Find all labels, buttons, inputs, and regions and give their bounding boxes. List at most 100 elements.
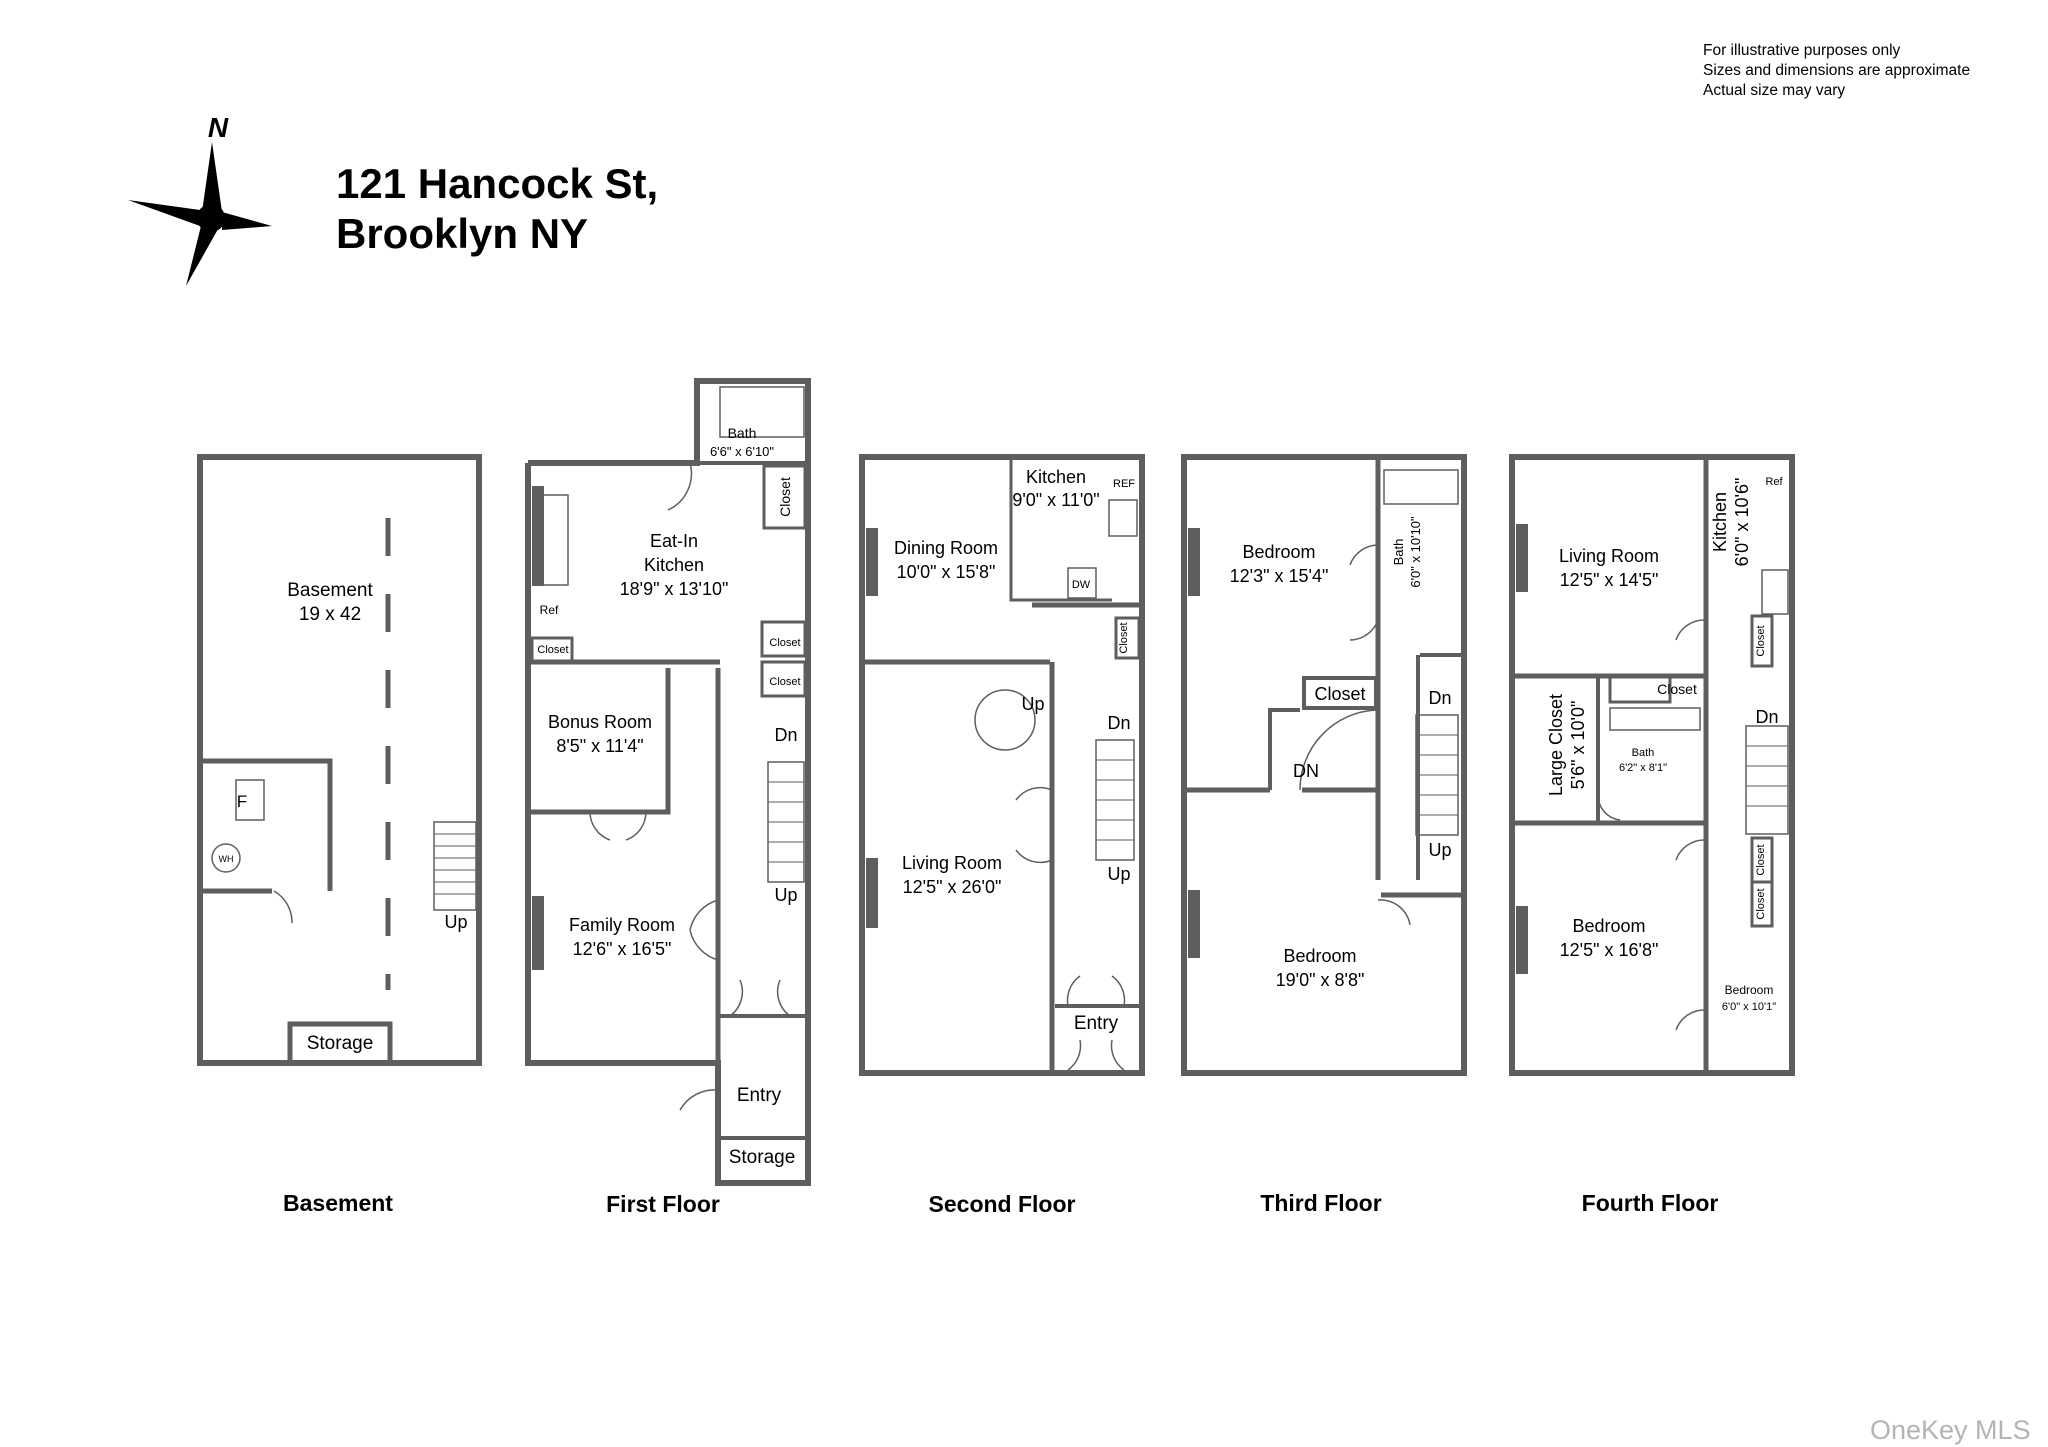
third-stair-treads [1416,734,1458,816]
furnace [235,779,265,821]
second-floor-labels: Kitchen 9'0" x 11'0" REF DW Dining Room … [894,467,1135,1217]
second-living-name: Living Room [902,853,1002,873]
second-stairs-dn: Dn [1107,713,1130,733]
third-floor-label: Third Floor [1260,1190,1381,1216]
third-door-swing [1349,544,1379,641]
first-bath-name: Bath [728,425,757,441]
furnace-label: F [237,792,247,811]
second-spiral-up: Up [1021,694,1044,714]
basement-labels: Basement 19 x 42 F WH Up Storage Basemen… [219,580,468,1216]
first-bonus-dim: 8'5" x 11'4" [556,736,643,756]
basement-outer-wall [197,454,482,1066]
first-stairs-dn: Dn [774,725,797,745]
disclaimer-line: For illustrative purposes only [1703,42,1901,59]
third-spiral-stair [1299,709,1377,791]
second-door-swing [1066,975,1126,1007]
second-dishwasher [1067,567,1097,599]
fourth-range [1761,569,1789,615]
basement-plan [197,454,482,1066]
second-living-dim: 12'5" x 26'0" [903,877,1002,897]
compass-needle-east [222,212,272,230]
second-closet-label: Closet [1118,622,1130,653]
second-floor-label: Second Floor [929,1191,1076,1217]
compass-north-label: N [208,112,229,143]
basement-door-swing [273,890,293,924]
second-stairs-up: Up [1107,864,1130,884]
fourth-stair-treads [1746,745,1788,807]
third-bedroom1-dim: 12'3" x 15'4" [1230,566,1329,586]
first-chimney [532,896,544,970]
second-chimney [866,858,878,928]
disclaimer: For illustrative purposes only Sizes and… [1703,41,1970,101]
second-stair-treads [1096,759,1134,841]
third-bedroom2-dim: 19'0" x 8'8" [1276,970,1365,990]
first-door-swing [729,979,791,1017]
fourth-bedroom2-name: Bedroom [1725,983,1774,997]
compass-needle-south [186,222,222,286]
first-closet-d-label: Closet [537,644,568,656]
basement-room-name: Basement [287,580,373,601]
third-stairs-dn: Dn [1428,688,1451,708]
fourth-closet [1750,614,1774,668]
first-family-name: Family Room [569,915,675,935]
basement-stair-treads [434,833,476,895]
second-chimney [866,528,878,596]
fourth-closet3-label: Closet [1755,844,1767,875]
fourth-door-swing [1597,794,1621,821]
first-floor-labels: Bath 6'6" x 6'10" Eat-In Kitchen 18'9" x… [537,425,800,1217]
first-kitchen-name-1: Eat-In [650,531,698,551]
first-closet-b [760,620,807,658]
fourth-door-swing [1675,619,1707,641]
second-floor-outer-wall [859,454,1145,1076]
first-door-swing [589,811,647,841]
fourth-stairs [1745,725,1789,835]
second-spiral-stair [974,689,1036,751]
basement-storage-wall [287,1021,393,1060]
compass-icon: N [128,112,272,286]
first-door-swing [667,462,693,511]
basement-room-dim: 19 x 42 [299,604,361,625]
third-closet [1302,676,1378,710]
first-door-swing [689,899,719,961]
fourth-bedroom1-name: Bedroom [1572,916,1645,936]
first-entry-label: Entry [737,1085,782,1106]
address-line-1: 121 Hancock St, [336,160,659,207]
second-kitchen-dim: 9'0" x 11'0" [1012,490,1099,510]
fourth-stairs-dn: Dn [1755,707,1778,727]
fourth-bedroom1-dim: 12'5" x 16'8" [1560,940,1659,960]
fourth-floor-label: Fourth Floor [1582,1190,1719,1216]
fourth-ref-label: Ref [1765,476,1783,488]
fourth-kitchen-name: Kitchen [1710,492,1730,552]
first-stair-treads [768,781,804,863]
third-bedroom1-name: Bedroom [1242,542,1315,562]
first-floor-outer-wall [525,378,811,1186]
third-spiral-dn: DN [1293,761,1319,781]
second-range [1108,499,1138,537]
fourth-large-closet-name: Large Closet [1546,694,1566,796]
fourth-door-swing [1675,1009,1707,1031]
disclaimer-line: Actual size may vary [1703,82,1846,99]
fourth-chimney [1516,524,1528,592]
first-chimney [532,486,544,586]
second-floor-plan [859,454,1145,1076]
first-stairs-up: Up [774,885,797,905]
disclaimer-line: Sizes and dimensions are approximate [1703,62,1971,79]
third-bath-dim: 6'0" x 10'10" [1408,516,1423,588]
fourth-living-dim: 12'5" x 14'5" [1560,570,1659,590]
basement-floor-label: Basement [283,1190,393,1216]
third-stairs-up: Up [1428,840,1451,860]
third-bath-name: Bath [1391,539,1406,566]
fourth-closet [1750,880,1774,928]
fourth-bedroom2-dim: 6'0" x 10'1" [1722,1001,1776,1013]
fourth-closet2-label: Closet [1657,681,1697,697]
first-tub [719,386,805,438]
third-bedroom2-name: Bedroom [1283,946,1356,966]
third-tub [1383,469,1459,505]
third-closet-label: Closet [1314,684,1365,704]
first-counter [539,494,569,586]
first-closet-d [530,636,574,664]
basement-storage-label: Storage [307,1033,374,1054]
fourth-closet4-label: Closet [1755,888,1767,919]
fourth-floor-labels: Living Room 12'5" x 14'5" Kitchen 6'0" x… [1546,476,1783,1216]
